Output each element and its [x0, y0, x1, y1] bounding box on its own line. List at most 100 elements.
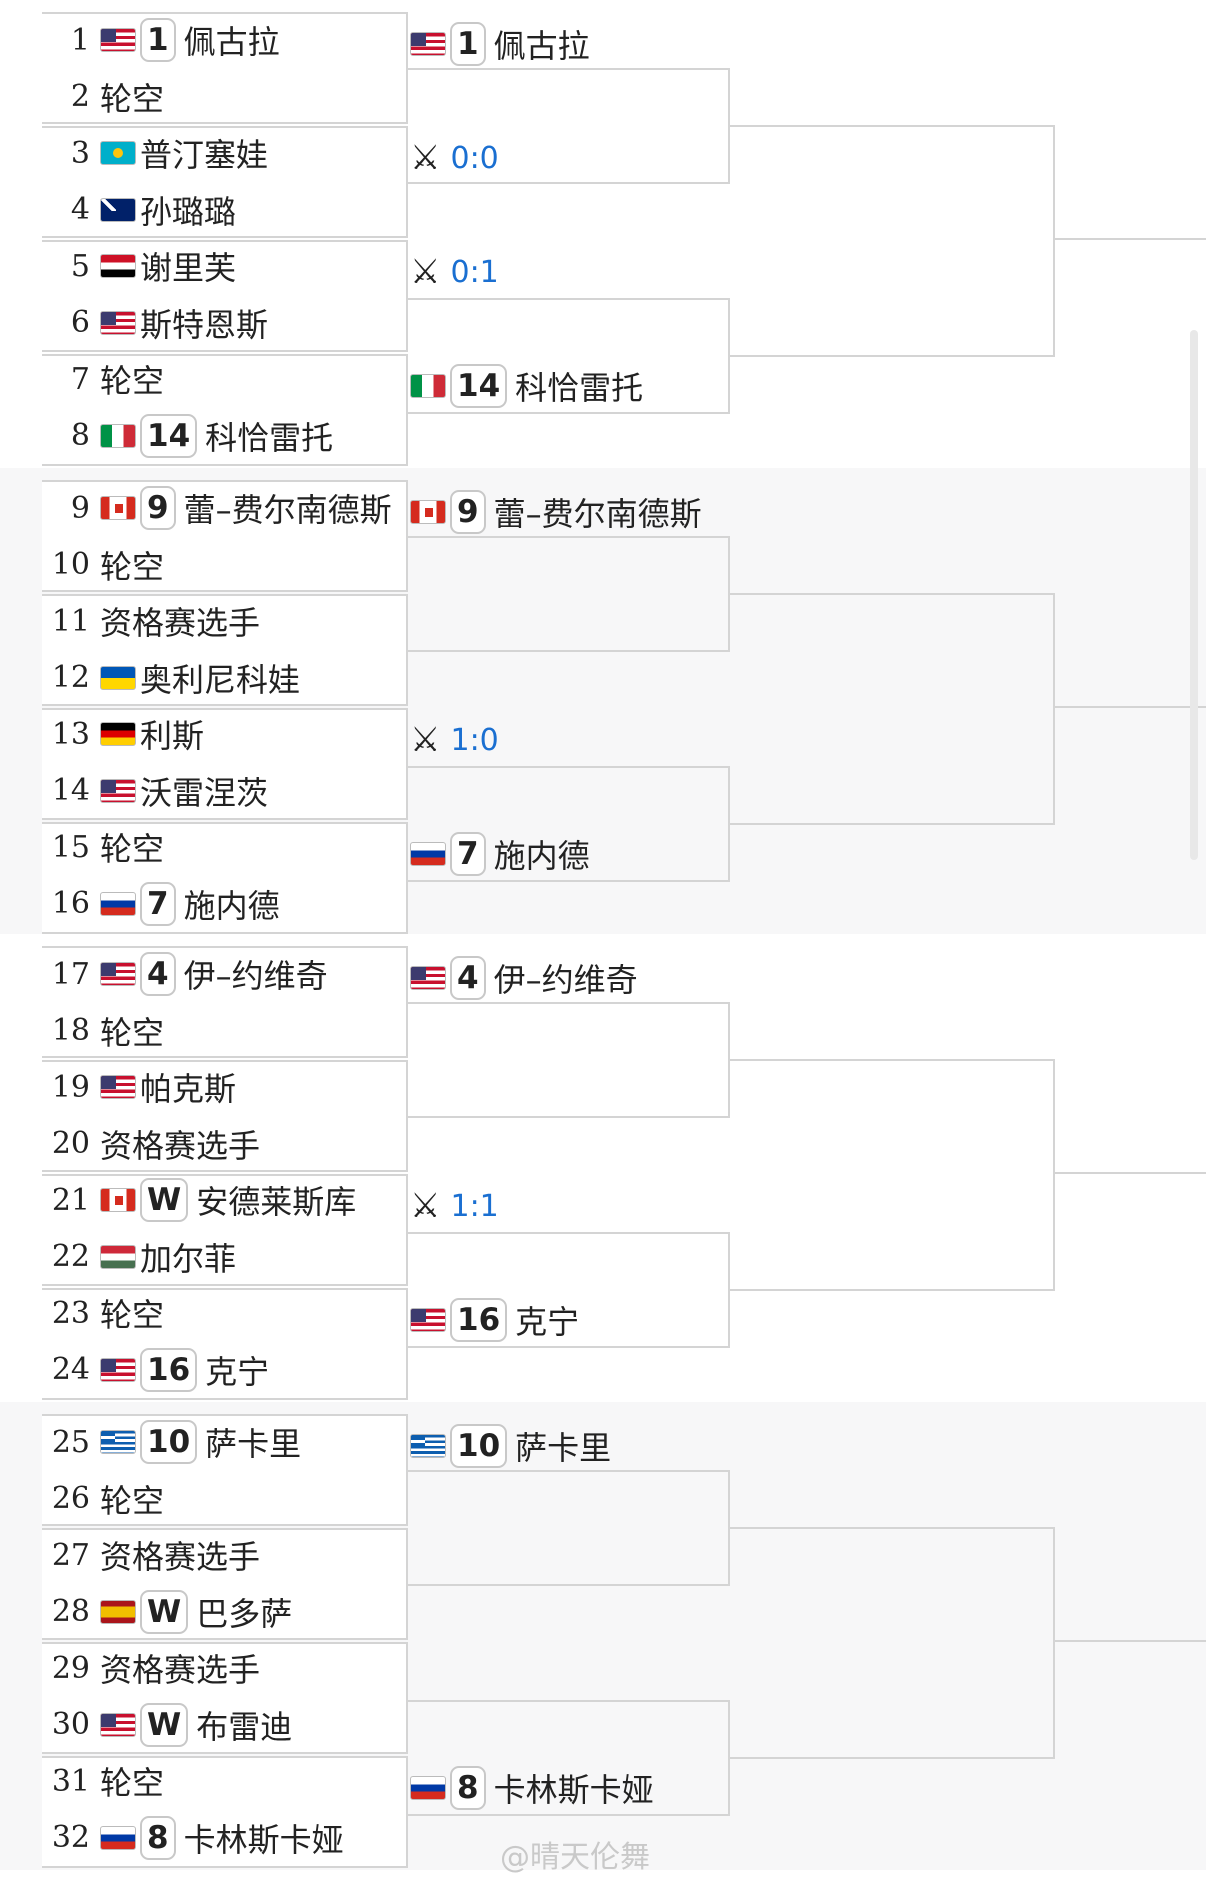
player-name: 安德莱斯库	[196, 1183, 357, 1221]
draw-position: 2	[70, 79, 90, 114]
r3-connector	[730, 593, 1055, 825]
draw-position: 20	[51, 1126, 90, 1161]
player-name: 利斯	[140, 717, 205, 755]
player-name: 蕾–费尔南德斯	[493, 495, 702, 533]
round1-entry[interactable]: 11 资格赛选手	[48, 593, 260, 649]
flag-it-icon	[100, 423, 136, 448]
crossed-swords-icon: ⚔	[410, 138, 441, 178]
draw-position: 11	[51, 603, 90, 639]
flag-es-icon	[100, 1599, 136, 1624]
draw-position: 3	[70, 135, 90, 171]
flag-de-icon	[100, 722, 136, 746]
seed-badge: 8	[140, 1815, 176, 1860]
score-display: ⚔0:0	[410, 138, 499, 178]
draw-position: 29	[51, 1650, 90, 1686]
round1-entry[interactable]: 22 加尔菲	[48, 1229, 236, 1285]
player-name: 蕾–费尔南德斯	[183, 491, 392, 529]
seed-badge: 16	[450, 1298, 508, 1342]
flag-ca-icon	[410, 500, 446, 524]
match-score[interactable]: ⚔1:1	[410, 1178, 499, 1234]
seed-badge: W	[140, 1589, 189, 1634]
draw-position: 32	[51, 1820, 90, 1855]
flag-us-icon	[410, 1308, 446, 1332]
player-name: 斯特恩斯	[140, 305, 269, 344]
draw-position: 5	[70, 248, 90, 284]
draw-position: 22	[51, 1239, 90, 1274]
seed-badge: 9	[140, 486, 176, 530]
flag-eg-icon	[100, 254, 136, 278]
draw-position: 7	[70, 361, 90, 397]
flag-ca-icon	[100, 496, 136, 520]
r4-connector	[1055, 1640, 1206, 1642]
draw-position: 18	[51, 1013, 90, 1048]
match-score[interactable]: ⚔0:1	[410, 244, 499, 300]
crossed-swords-icon: ⚔	[410, 720, 441, 760]
seed-badge: 7	[450, 832, 486, 876]
player-name: 布雷迪	[196, 1707, 293, 1746]
match-score[interactable]: ⚔0:0	[410, 130, 499, 186]
flag-ua-icon	[100, 665, 136, 690]
flag-it-icon	[410, 374, 446, 398]
score-display: ⚔1:1	[410, 1186, 499, 1226]
player-name: 普汀塞娃	[140, 136, 269, 174]
player-name: 轮空	[100, 362, 165, 400]
score-value: 1:0	[450, 722, 499, 758]
draw-position: 12	[51, 660, 90, 695]
flag-ru-icon	[410, 1776, 446, 1800]
player-name: 加尔菲	[140, 1239, 237, 1278]
draw-position: 8	[70, 418, 90, 453]
seed-badge: 8	[450, 1766, 486, 1810]
player-name: 施内德	[493, 837, 590, 875]
r2-connector	[408, 1002, 730, 1118]
round1-entry[interactable]: 3 普汀塞娃	[48, 125, 268, 181]
player-name: 沃雷涅茨	[140, 773, 269, 812]
player-name: 轮空	[100, 1764, 165, 1802]
draw-position: 25	[51, 1424, 90, 1460]
score-value: 0:1	[450, 254, 499, 290]
flag-ru-icon	[410, 842, 446, 866]
seed-badge: 14	[450, 364, 508, 408]
player-name: 资格赛选手	[100, 604, 261, 642]
round1-entry[interactable]: 7 轮空	[48, 351, 164, 407]
match-score[interactable]: ⚔1:0	[410, 712, 499, 768]
scrollbar[interactable]	[1190, 330, 1198, 860]
r3-connector	[730, 1059, 1055, 1291]
seed-badge: W	[140, 1178, 189, 1222]
